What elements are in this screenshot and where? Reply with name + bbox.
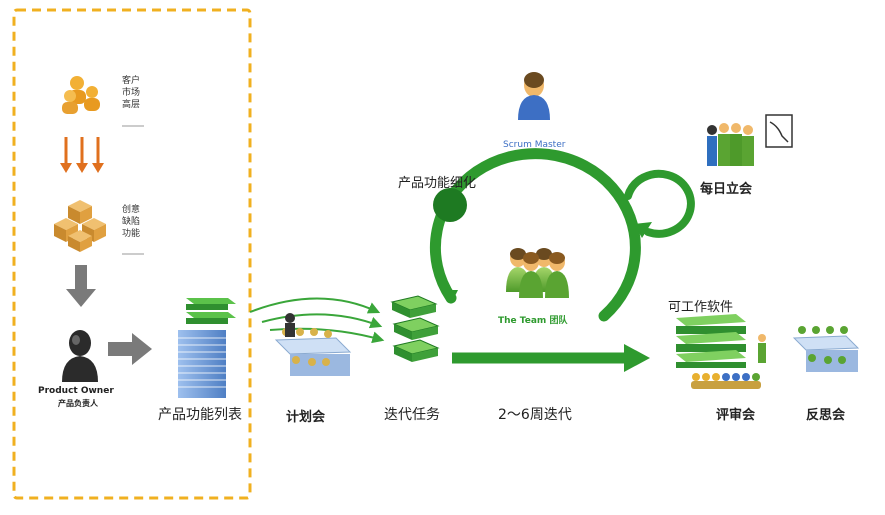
sprint-cycle [429,148,650,372]
sprint-length-label: 2～6周迭代 [498,407,572,423]
flow-arrows-down [60,137,104,173]
product-backlog-label: 产品功能列表 [158,407,242,423]
team-label-en: The Team [498,316,547,326]
product-owner-en: Product Owner [38,386,114,396]
team-label: The Team 团队 [498,313,567,326]
working-software-label: 可工作软件 [668,300,734,315]
meeting-table-icon [274,313,352,376]
backlog-refinement-label: 产品功能细化 [398,176,477,191]
document-stack-icon [178,298,236,398]
customers-label-1: 客户 [122,76,141,86]
task-stack-icon [390,295,440,362]
scrum-master-icon [518,72,550,120]
gray-arrow-down [66,265,96,307]
sprint-backlog-label: 迭代任务 [384,407,440,423]
people-icon [62,76,100,114]
software-stack-icon [676,314,766,368]
product-owner-cn: 产品负责人 [58,399,98,408]
ideas-label-2: 缺陷 [122,217,141,227]
scrum-master-label: Scrum Master [503,140,566,150]
daily-standup-label: 每日立会 [700,182,753,197]
retro-table-icon [792,326,860,372]
planning-meeting-label: 计划会 [286,410,326,425]
team-label-cn: 团队 [549,316,568,326]
boxes-icon [54,200,106,252]
review-people-icon [691,373,761,389]
ideas-label-1: 创意 [122,205,141,215]
retrospective-label: 反思会 [806,408,846,423]
review-meeting-label: 评审会 [716,408,756,423]
ideas-label-3: 功能 [122,229,141,239]
team-icon [506,248,569,298]
gray-arrow-right [108,333,152,365]
daily-cycle [624,169,695,238]
customers-label-3: 高层 [122,100,141,110]
person-icon [62,330,98,382]
customers-label-2: 市场 [122,88,141,98]
standup-people-icon [707,123,754,166]
chart-icon [765,114,793,148]
